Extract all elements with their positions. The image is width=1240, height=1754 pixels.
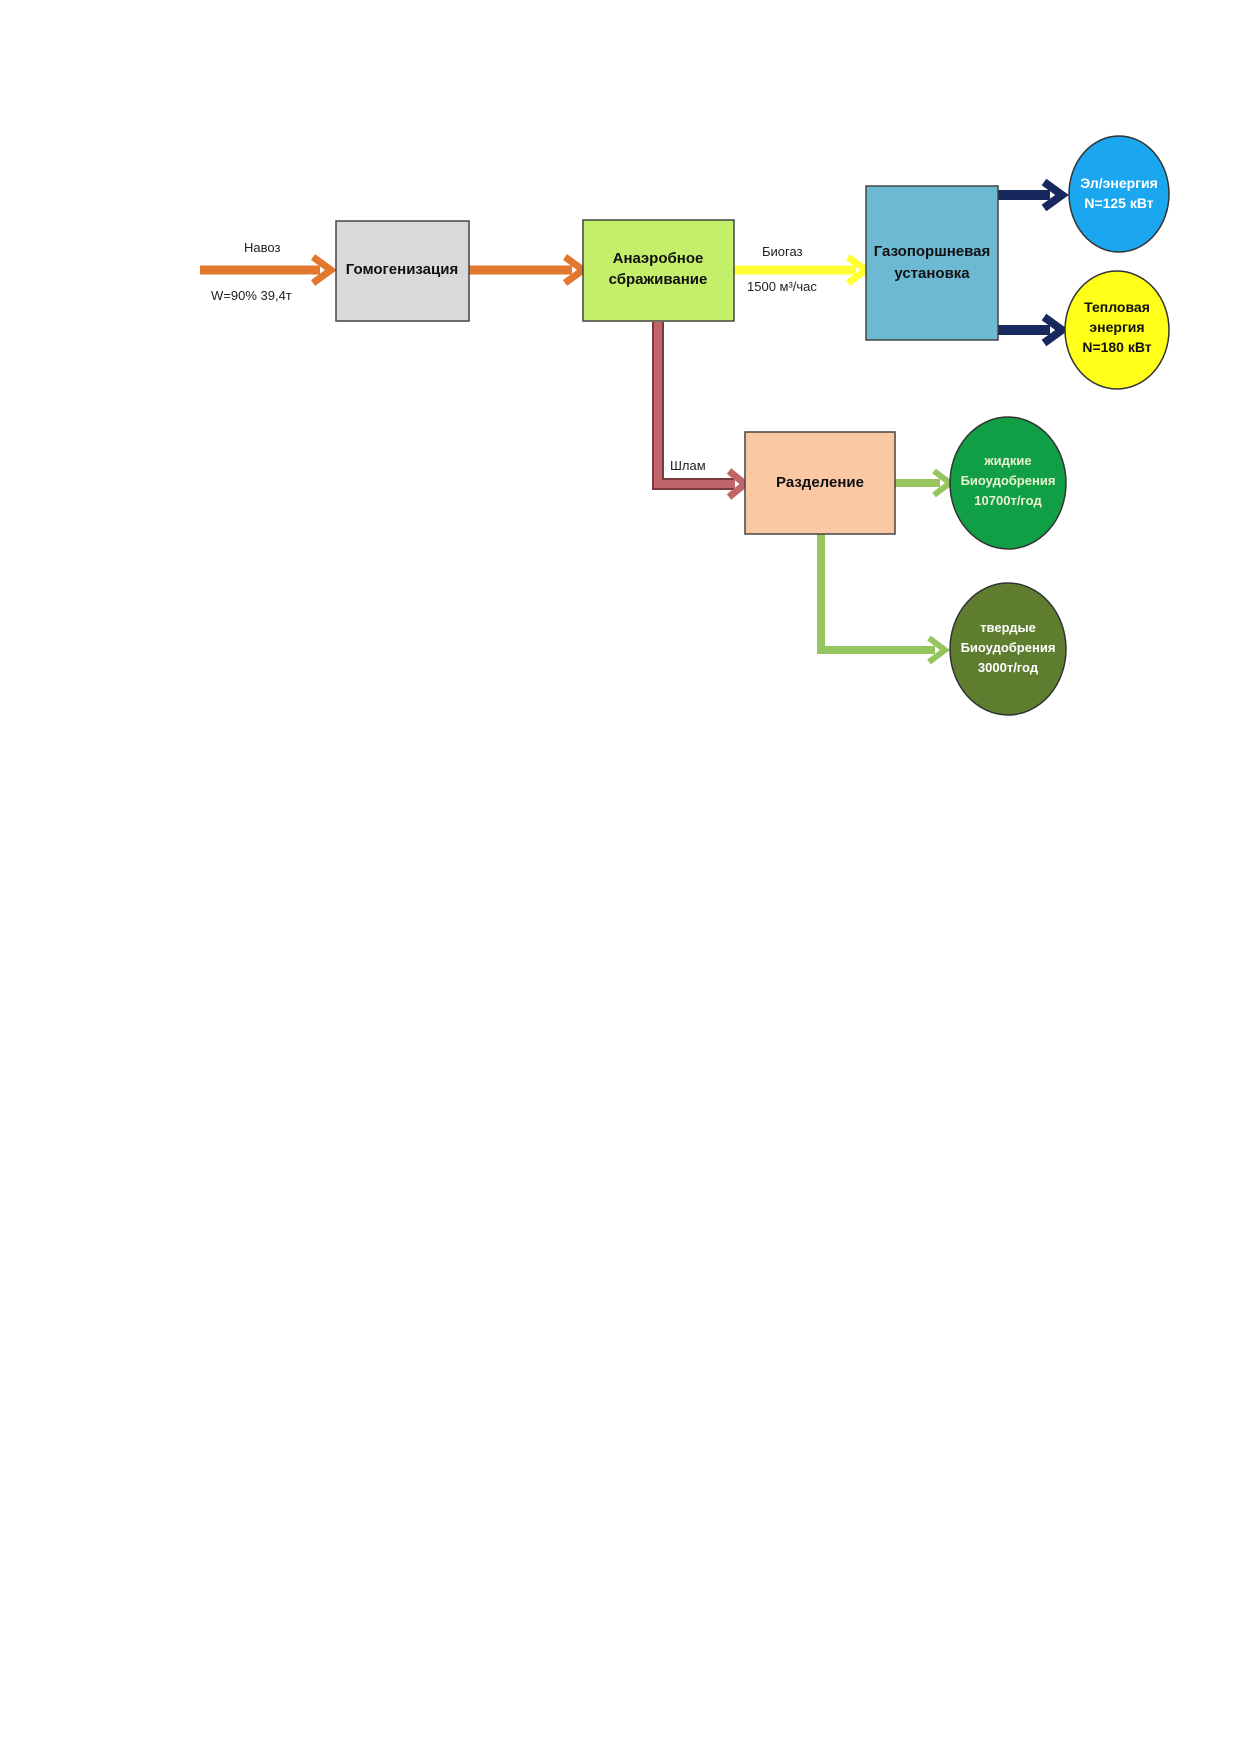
solid-fertilizer-circle: твердые Биоудобрения 3000т/год <box>949 582 1067 716</box>
homogenization-box: Гомогенизация <box>335 220 470 322</box>
homogenization-to-anaerobic-arrow <box>469 254 589 286</box>
anaerobic-label-line2: сбраживание <box>609 271 708 288</box>
solid-label-line2: Биоудобрения <box>961 640 1056 655</box>
homogenization-label: Гомогенизация <box>346 261 458 278</box>
biogas-rate-label: 1500 м³/час <box>747 279 817 294</box>
separation-label: Разделение <box>776 474 864 491</box>
liquid-fertilizer-circle: жидкие Биоудобрения 10700т/год <box>949 416 1067 550</box>
electric-label-line2: N=125 кВт <box>1084 195 1153 211</box>
manure-params-label: W=90% 39,4т <box>211 288 292 303</box>
solid-label-line1: твердые <box>980 620 1036 635</box>
manure-input-arrow <box>200 254 337 286</box>
thermal-energy-arrow <box>998 313 1069 347</box>
solid-fertilizer-arrow <box>817 534 950 665</box>
separation-box: Разделение <box>744 431 896 535</box>
thermal-energy-circle: Тепловая энергия N=180 кВт <box>1064 270 1170 390</box>
gas-engine-label-line2: установка <box>894 265 970 282</box>
manure-label: Навоз <box>244 240 280 255</box>
electric-energy-arrow <box>998 178 1069 212</box>
biogas-label: Биогаз <box>762 244 803 259</box>
liquid-label-line2: Биоудобрения <box>961 473 1056 488</box>
anaerobic-digestion-box: Анаэробное сбраживание <box>582 219 735 322</box>
anaerobic-label-line1: Анаэробное <box>613 250 704 267</box>
sludge-label: Шлам <box>670 458 706 473</box>
thermal-label-line1: Тепловая <box>1084 299 1150 315</box>
thermal-label-line2: энергия <box>1089 319 1144 335</box>
electric-energy-circle: Эл/энергия N=125 кВт <box>1068 135 1170 253</box>
gas-engine-label-line1: Газопоршневая <box>874 243 990 260</box>
liquid-label-line1: жидкие <box>983 453 1031 468</box>
liquid-label-line3: 10700т/год <box>974 493 1042 508</box>
electric-label-line1: Эл/энергия <box>1080 175 1158 191</box>
thermal-label-line3: N=180 кВт <box>1082 339 1151 355</box>
gas-engine-box: Газопоршневая установка <box>865 185 999 341</box>
solid-label-line3: 3000т/год <box>978 660 1039 675</box>
liquid-fertilizer-arrow <box>895 468 955 498</box>
